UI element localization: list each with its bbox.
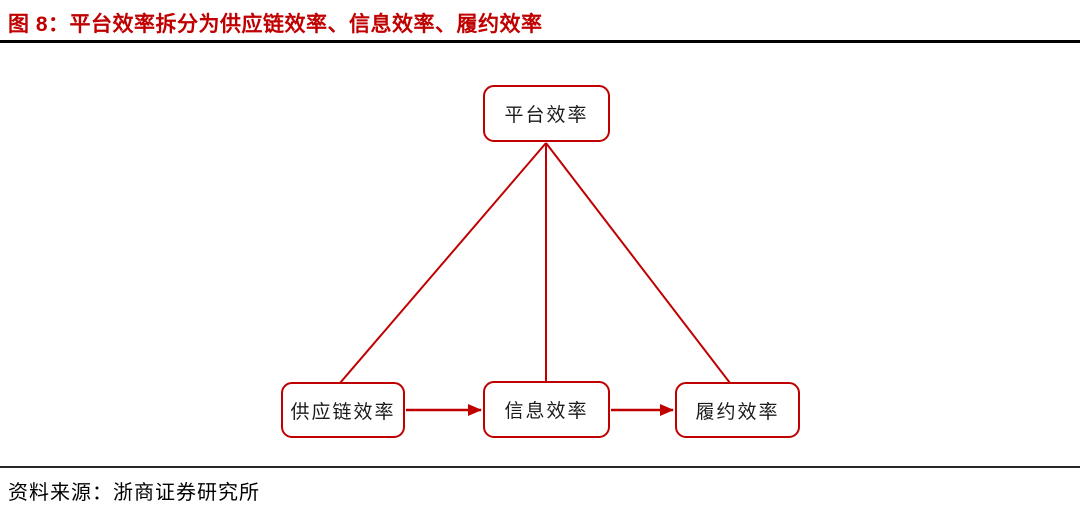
node-supply-chain-efficiency: 供应链效率 bbox=[281, 382, 405, 438]
node-supply-chain-efficiency-label: 供应链效率 bbox=[290, 401, 396, 423]
node-fulfillment-efficiency-label: 履约效率 bbox=[695, 401, 780, 423]
figure-source: 资料来源：浙商证券研究所 bbox=[8, 482, 260, 504]
connector-platform-to-fulfillment bbox=[545, 142, 731, 384]
connector-platform-to-supply-chain bbox=[339, 142, 547, 384]
node-fulfillment-efficiency: 履约效率 bbox=[675, 382, 800, 438]
node-information-efficiency: 信息效率 bbox=[483, 381, 610, 438]
node-platform-efficiency: 平台效率 bbox=[483, 85, 610, 142]
node-platform-efficiency-label: 平台效率 bbox=[504, 105, 589, 126]
node-information-efficiency-label: 信息效率 bbox=[504, 401, 589, 422]
title-divider bbox=[0, 40, 1080, 43]
figure-title: 图 8：平台效率拆分为供应链效率、信息效率、履约效率 bbox=[8, 13, 543, 36]
footer-divider bbox=[0, 466, 1080, 468]
